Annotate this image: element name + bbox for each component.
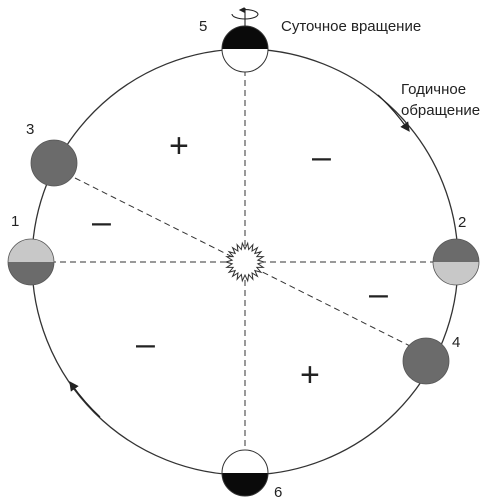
planet-position-3 [30, 139, 78, 187]
sign-upper-right: – [312, 138, 331, 176]
planet-position-5 [221, 25, 269, 73]
axis-diagonal [74, 177, 411, 347]
annual-revolution-label-line2: обращение [401, 102, 480, 119]
sign-left-middle: – [92, 203, 111, 241]
position-label-1: 1 [11, 213, 19, 230]
position-label-6: 6 [274, 484, 282, 500]
planet-position-4 [402, 337, 450, 385]
position-label-2: 2 [458, 214, 466, 231]
sign-upper-left: + [169, 127, 189, 165]
daily-rotation-label: Суточное вращение [281, 18, 421, 35]
position-label-3: 3 [26, 121, 34, 138]
orbit-arrow-icon-upper-right [377, 94, 410, 132]
rotation-arrow-icon [231, 7, 259, 27]
sun-icon [224, 241, 266, 283]
annual-revolution-label-line1: Годичное [401, 81, 466, 98]
sign-right-middle: – [369, 275, 388, 313]
orbit-arrow-icon-lower-left [69, 381, 101, 418]
position-label-4: 4 [452, 334, 460, 351]
sign-lower-left: – [136, 325, 155, 363]
planet-position-1 [7, 238, 55, 286]
sign-lower-right: + [300, 356, 320, 394]
planet-position-6 [221, 449, 269, 497]
planet-position-2 [432, 238, 480, 286]
position-label-5: 5 [199, 18, 207, 35]
